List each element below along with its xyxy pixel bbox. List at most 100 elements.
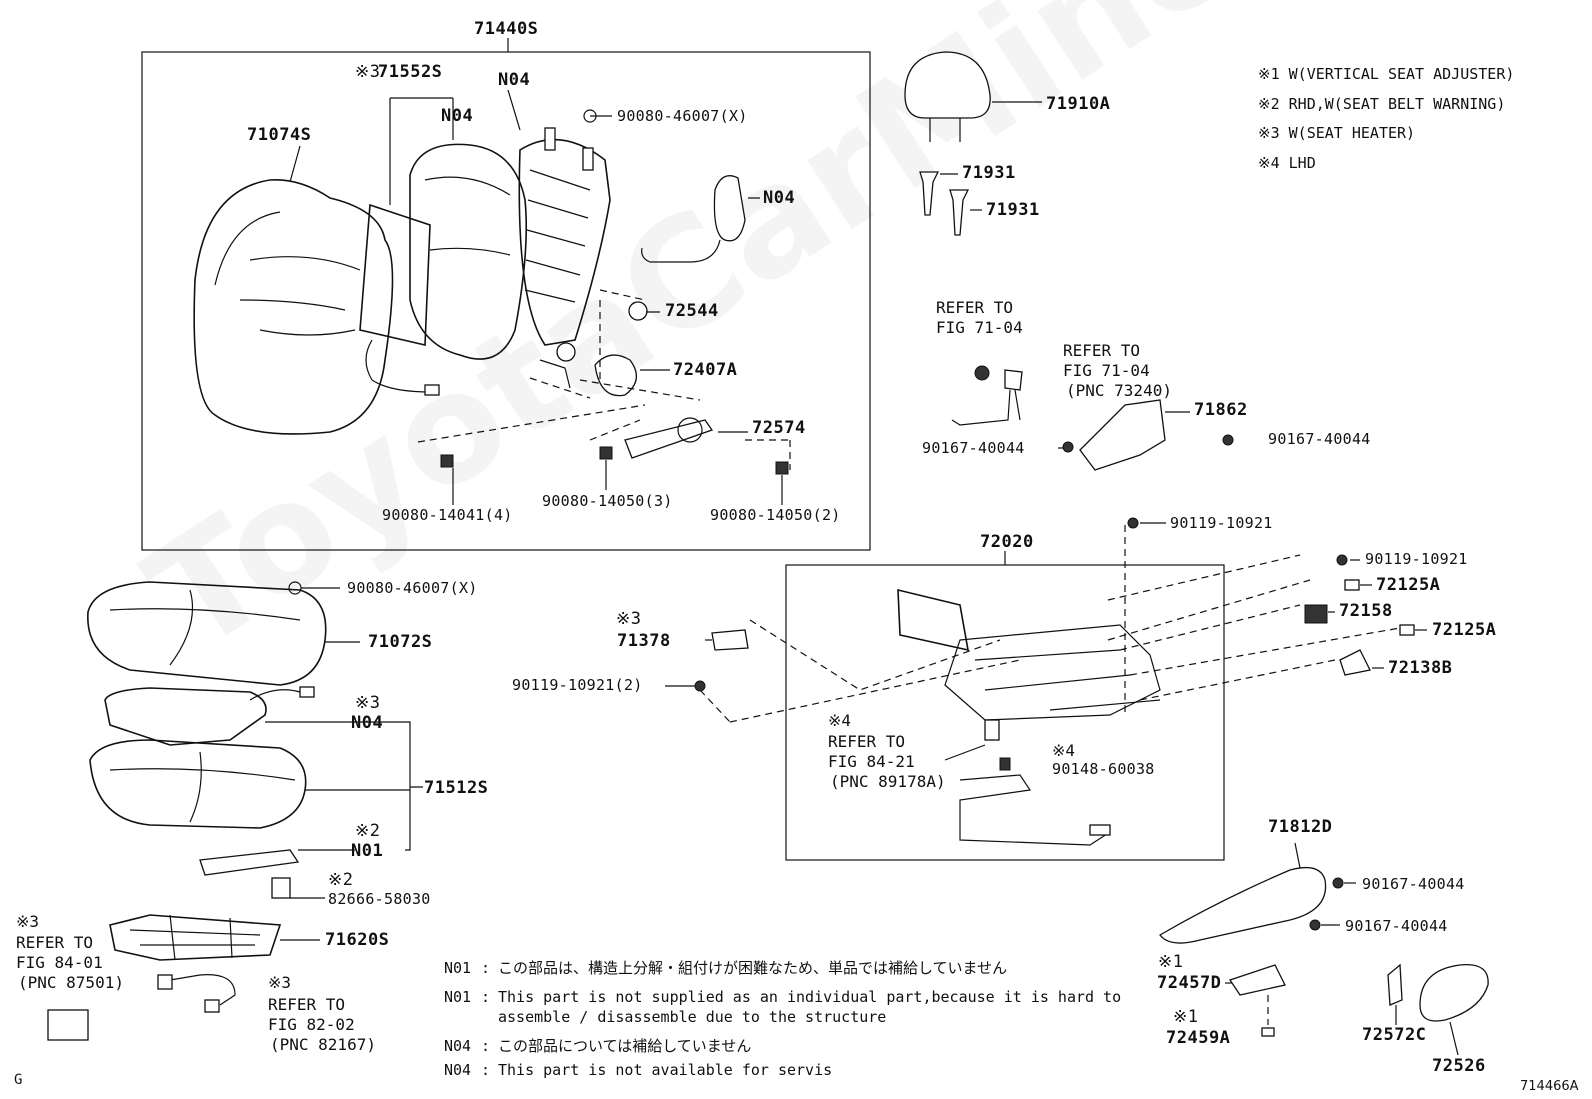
refer-text: REFER TO <box>268 995 346 1014</box>
part-label-72574[interactable]: 72574 <box>752 418 806 438</box>
part-label-71074S[interactable]: 71074S <box>247 125 312 145</box>
part-label-72158[interactable]: 72158 <box>1339 601 1393 621</box>
part-label-71378[interactable]: 71378 <box>617 631 671 651</box>
refer-text: REFER TO <box>936 298 1014 317</box>
legend-item: ※4 LHD <box>1258 153 1316 172</box>
part-label-72526[interactable]: 72526 <box>1432 1056 1486 1076</box>
note-text: This part is not available for servis <box>498 1061 833 1079</box>
note-mark: ※3 <box>268 973 292 992</box>
part-label-71620S[interactable]: 71620S <box>325 930 390 950</box>
corner-mark: G <box>14 1072 23 1088</box>
part-label-71862[interactable]: 71862 <box>1194 400 1248 420</box>
part-label-72125A[interactable]: 72125A <box>1432 620 1497 640</box>
legend: ※1 W(VERTICAL SEAT ADJUSTER) ※2 RHD,W(SE… <box>1258 60 1514 178</box>
note-mark: ※3 <box>616 609 642 629</box>
side-cover-shape <box>1159 866 1327 944</box>
part-label-72138B[interactable]: 72138B <box>1388 658 1453 678</box>
seatback-group-frame <box>141 51 871 551</box>
refer-pnc: (PNC 82167) <box>270 1035 376 1054</box>
part-label-71512S[interactable]: 71512S <box>424 778 489 798</box>
refer-fig-link[interactable]: FIG 71-04 <box>936 318 1023 337</box>
seatback-cover-shape <box>193 179 394 435</box>
part-label-90080-46007[interactable]: 90080-46007(X) <box>617 107 748 125</box>
part-label-90167-40044[interactable]: 90167-40044 <box>1362 875 1465 893</box>
refer-fig-link[interactable]: FIG 82-02 <box>268 1015 355 1034</box>
figure-id: 714466A <box>1520 1079 1579 1094</box>
part-label-72407A[interactable]: 72407A <box>673 360 738 380</box>
part-label-90080-14050[interactable]: 90080-14050(3) <box>542 492 673 510</box>
part-label-71910A[interactable]: 71910A <box>1046 94 1111 114</box>
side-airbag-shape <box>713 175 746 242</box>
note-mark: ※3 <box>355 693 381 713</box>
note-text: This part is not supplied as an individu… <box>498 988 1122 1006</box>
part-label-N04[interactable]: N04 <box>351 713 384 733</box>
refer-fig-link[interactable]: FIG 71-04 <box>1063 361 1150 380</box>
part-label-72020[interactable]: 72020 <box>980 532 1034 552</box>
note-mark: ※3 <box>16 912 40 931</box>
part-label-90080-14041[interactable]: 90080-14041(4) <box>382 506 513 524</box>
part-label-71552S[interactable]: 71552S <box>378 62 443 82</box>
note-mark: ※2 <box>355 821 381 841</box>
note-sep: : <box>481 1061 491 1079</box>
part-label-90119-10921[interactable]: 90119-10921 <box>1365 550 1468 568</box>
part-label-90080-46007[interactable]: 90080-46007(X) <box>347 579 478 597</box>
part-label-71931[interactable]: 71931 <box>962 163 1016 183</box>
part-label-72459A[interactable]: 72459A <box>1166 1028 1231 1048</box>
part-label-90080-14050[interactable]: 90080-14050(2) <box>710 506 841 524</box>
headrest-shape <box>904 51 991 119</box>
refer-pnc: (PNC 87501) <box>18 973 124 992</box>
note-sep: : <box>481 988 491 1006</box>
note-code: N04 <box>444 1061 472 1079</box>
part-label-90119-10921[interactable]: 90119-10921 <box>1170 514 1273 532</box>
part-label-90167-40044[interactable]: 90167-40044 <box>922 439 1025 457</box>
note-sep: : <box>481 1037 491 1055</box>
note-mark: ※1 <box>1158 952 1184 972</box>
part-label-90148-60038[interactable]: 90148-60038 <box>1052 760 1155 778</box>
part-label-N04[interactable]: N04 <box>498 70 531 90</box>
legend-item: ※1 W(VERTICAL SEAT ADJUSTER) <box>1258 65 1515 83</box>
part-label-N01[interactable]: N01 <box>351 841 384 861</box>
part-label-72572C[interactable]: 72572C <box>1362 1025 1427 1045</box>
part-label-72125A[interactable]: 72125A <box>1376 575 1441 595</box>
note-code: N01 <box>444 959 472 977</box>
note-mark: ※4 <box>1052 741 1076 760</box>
seat-track-group-frame <box>785 564 1225 861</box>
cushion-spring-shape <box>109 914 282 961</box>
part-label-90119-10921[interactable]: 90119-10921(2) <box>512 676 643 694</box>
cushion-pad-shape <box>89 739 307 829</box>
refer-pnc: (PNC 89178A) <box>830 772 946 791</box>
refer-fig-link[interactable]: FIG 84-21 <box>828 752 915 771</box>
seatback-frame-shape <box>518 138 611 346</box>
refer-text: REFER TO <box>828 732 906 751</box>
part-label-71072S[interactable]: 71072S <box>368 632 433 652</box>
part-label-90167-40044[interactable]: 90167-40044 <box>1268 430 1371 448</box>
legend-item: ※2 RHD,W(SEAT BELT WARNING) <box>1258 94 1506 113</box>
note-code: N01 <box>444 988 472 1006</box>
part-label-72457D[interactable]: 72457D <box>1157 973 1222 993</box>
note-text: この部品は、構造上分解・組付けが困難なため、単品では補給していません <box>498 959 1008 977</box>
note-mark: ※3 <box>355 62 381 82</box>
note-text: この部品については補給していません <box>498 1037 752 1055</box>
seat-cushion-cover-shape <box>87 581 327 686</box>
part-label-N04[interactable]: N04 <box>441 106 474 126</box>
part-label-71812D[interactable]: 71812D <box>1268 817 1333 837</box>
part-label-90167-40044[interactable]: 90167-40044 <box>1345 917 1448 935</box>
refer-fig-link[interactable]: FIG 84-01 <box>16 953 103 972</box>
note-mark: ※4 <box>828 711 852 730</box>
note-text: assemble / disassemble due to the struct… <box>498 1008 887 1026</box>
seatback-pad-shape <box>409 143 528 360</box>
note-code: N04 <box>444 1037 472 1055</box>
part-label-82666-58030[interactable]: 82666-58030 <box>328 890 431 908</box>
part-label-71931[interactable]: 71931 <box>986 200 1040 220</box>
belt-buckle-cover-shape <box>1079 399 1166 471</box>
refer-text: REFER TO <box>16 933 94 952</box>
refer-pnc: (PNC 73240) <box>1066 381 1172 400</box>
note-mark: ※2 <box>328 870 354 890</box>
refer-text: REFER TO <box>1063 341 1141 360</box>
part-label-N04[interactable]: N04 <box>763 188 796 208</box>
part-label-72544[interactable]: 72544 <box>665 301 719 321</box>
note-mark: ※1 <box>1173 1007 1199 1027</box>
cushion-heater-shape <box>104 687 267 746</box>
part-label-71440S[interactable]: 71440S <box>474 19 539 39</box>
